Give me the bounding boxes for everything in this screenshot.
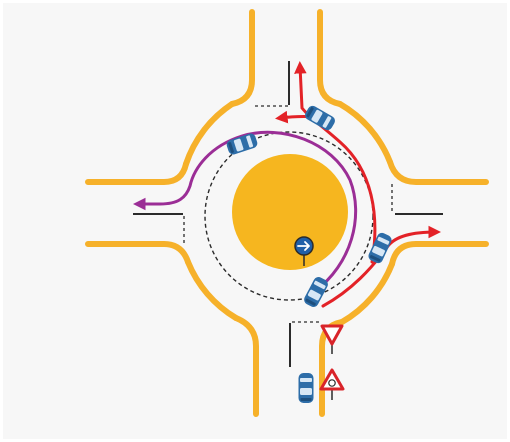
north-road-left-edge bbox=[229, 9, 255, 107]
lane-dividers bbox=[133, 61, 443, 367]
outer-arc-se bbox=[339, 261, 395, 325]
roundabout-ahead-warning-sign bbox=[319, 368, 345, 400]
south-road-left-edge bbox=[233, 315, 259, 417]
roundabout-mandatory-sign bbox=[294, 236, 314, 266]
west-road-top-edge bbox=[85, 161, 189, 185]
outer-arc-sw bbox=[185, 259, 239, 321]
give-way-sign bbox=[320, 324, 344, 354]
north-road-right-edge bbox=[317, 9, 343, 107]
west-road-bottom-edge bbox=[85, 241, 191, 265]
central-island bbox=[232, 154, 348, 270]
car-waiting-south bbox=[298, 373, 314, 403]
yield-lines bbox=[183, 105, 393, 323]
road-edges bbox=[85, 9, 489, 417]
outer-arc-ne bbox=[337, 101, 393, 165]
purple-route-west-exit bbox=[132, 130, 358, 294]
outer-arc-nw bbox=[183, 101, 235, 167]
east-road-top-edge bbox=[387, 159, 489, 185]
east-road-bottom-edge bbox=[389, 241, 489, 267]
